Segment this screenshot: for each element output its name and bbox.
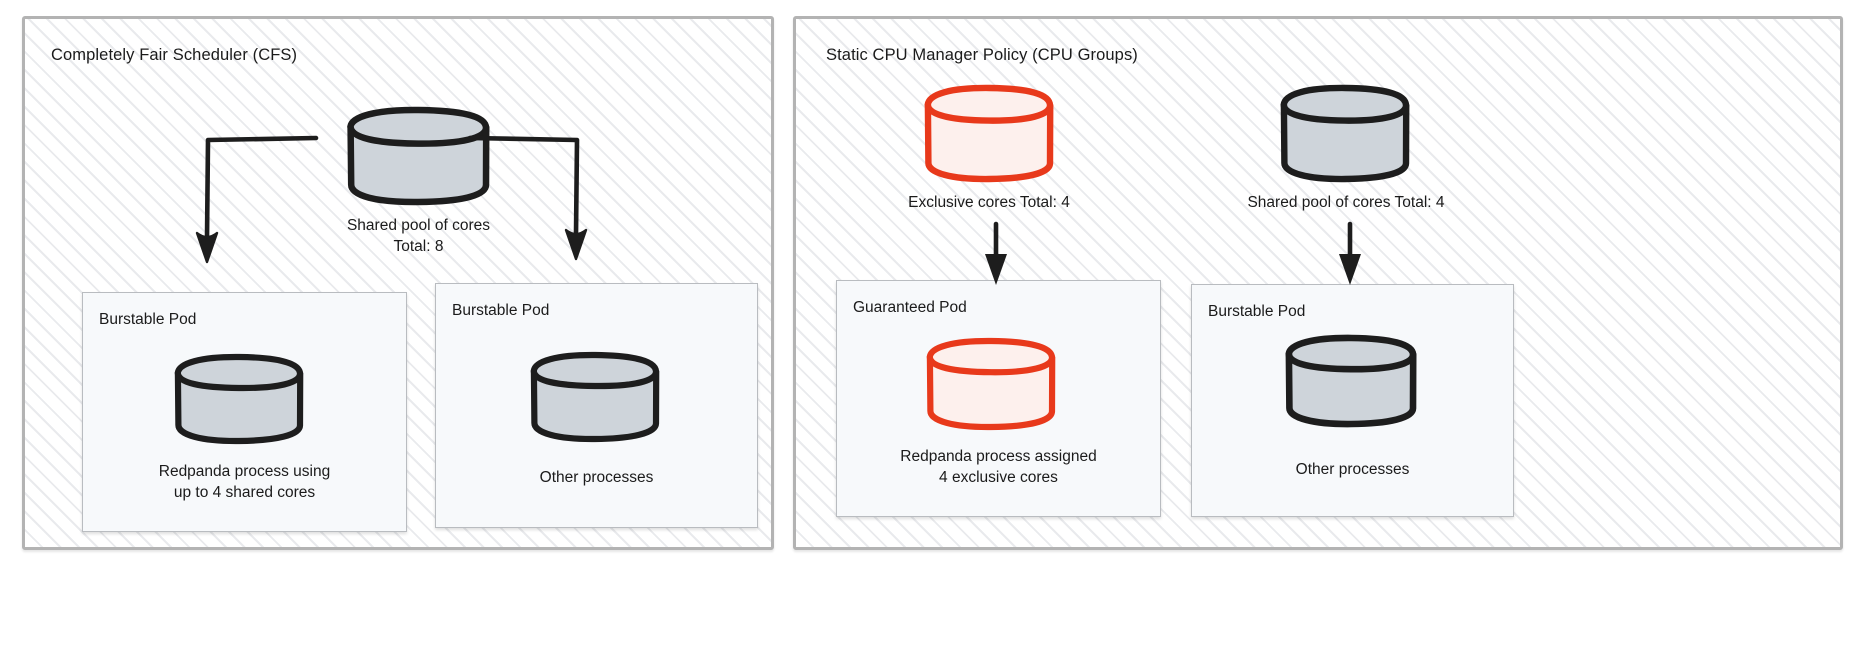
panel-cfs-title: Completely Fair Scheduler (CFS) — [51, 46, 298, 64]
cylinder-icon-shared-pool — [343, 106, 493, 206]
exclusive-cores-label: Exclusive cores Total: 4 — [908, 194, 1070, 211]
cylinder-icon-exclusive-cores — [921, 84, 1057, 183]
panel-cfs: Completely Fair Scheduler (CFS) Shared p… — [22, 16, 774, 550]
pod-caption: Redpanda process assigned 4 exclusive co… — [900, 448, 1097, 486]
pod-caption: Other processes — [539, 469, 654, 486]
cylinder-icon-redpanda-shared — [171, 353, 307, 445]
cylinder-icon-shared-pool-right — [1277, 84, 1413, 183]
shared-pool-right-label: Shared pool of cores Total: 4 — [1247, 194, 1445, 211]
shared-pool-label: Shared pool of cores Total: 8 — [346, 217, 491, 255]
panel-static-title: Static CPU Manager Policy (CPU Groups) — [826, 46, 1138, 64]
pod-title: Burstable Pod — [452, 302, 550, 319]
pod-title: Burstable Pod — [99, 311, 197, 328]
pod-burstable-left[interactable]: Burstable Pod Redpanda process using up … — [82, 292, 407, 532]
pod-caption: Redpanda process using up to 4 shared co… — [158, 463, 331, 501]
cylinder-icon-other-processes-right — [1282, 334, 1420, 428]
pod-title: Burstable Pod — [1208, 303, 1306, 320]
cylinder-icon-redpanda-exclusive — [923, 337, 1059, 431]
pod-title: Guaranteed Pod — [853, 299, 967, 316]
pod-caption: Other processes — [1295, 461, 1410, 478]
cylinder-icon-other-processes-left — [527, 351, 663, 443]
